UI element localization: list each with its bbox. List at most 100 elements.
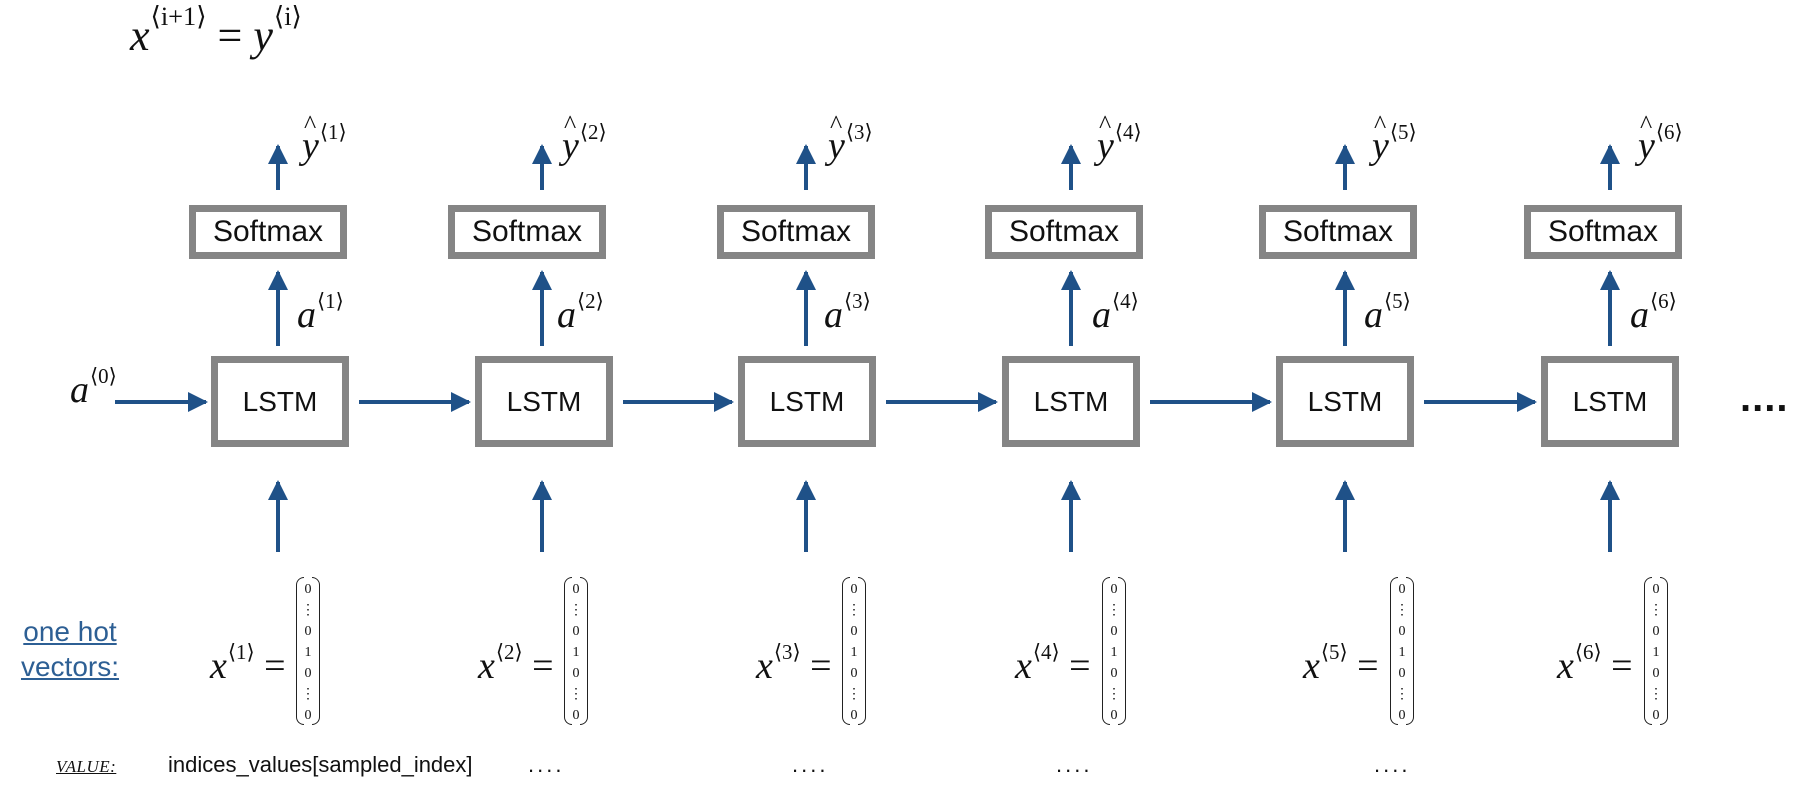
vec-2-entry: 0 <box>572 708 580 723</box>
x-sup-2: ⟨2⟩ <box>495 640 523 664</box>
vec-2-entry: 0 <box>572 624 580 639</box>
yhat-var-3: y <box>828 112 845 165</box>
top-eq-rhs-sup: ⟨i⟩ <box>273 1 302 31</box>
x-var-4: x <box>1015 644 1032 687</box>
initial-activation-label: a⟨0⟩ <box>70 366 117 409</box>
a-sup-2: ⟨2⟩ <box>577 289 604 313</box>
x-eq-sign-1: = <box>264 644 286 687</box>
vec-6-entry: 0 <box>1652 666 1660 681</box>
vec-3-entry: ⋮ <box>847 687 861 702</box>
a-sup-3: ⟨3⟩ <box>844 289 871 313</box>
vec-3-entry: ⋮ <box>847 603 861 618</box>
softmax-box-6: Softmax <box>1524 205 1682 259</box>
a-label-1: a⟨1⟩ <box>297 291 344 334</box>
lstm-label-6: LSTM <box>1572 385 1648 417</box>
yhat-sup-2: ⟨2⟩ <box>579 120 607 144</box>
vec-1-entry: 1 <box>304 645 312 660</box>
softmax-label-5: Softmax <box>1282 215 1394 248</box>
x-sup-1: ⟨1⟩ <box>227 640 255 664</box>
top-eq-lhs-var: x <box>130 11 150 61</box>
softmax-box-4: Softmax <box>985 205 1143 259</box>
softmax-box-2: Softmax <box>448 205 606 259</box>
softmax-box-5: Softmax <box>1259 205 1417 259</box>
vec-6-entry: 1 <box>1652 645 1660 660</box>
a-label-2: a⟨2⟩ <box>557 291 604 334</box>
top-eq-rhs-var: y <box>253 11 273 61</box>
vec-6-entry: ⋮ <box>1649 687 1663 702</box>
yhat-var-2: y <box>562 112 579 165</box>
yhat-label-4: y⟨4⟩ <box>1097 112 1142 165</box>
lstm-label-1: LSTM <box>242 385 318 417</box>
a-var-1: a <box>297 293 316 336</box>
lstm-box-1: LSTM <box>211 356 349 447</box>
a-label-6: a⟨6⟩ <box>1630 291 1677 334</box>
top-eq-lhs-sup: ⟨i+1⟩ <box>150 1 207 31</box>
vec-4-entry: 1 <box>1110 645 1118 660</box>
yhat-sup-1: ⟨1⟩ <box>319 120 347 144</box>
a-var-4: a <box>1092 293 1111 336</box>
vec-6-entry: 0 <box>1652 624 1660 639</box>
x-eq-3: x⟨3⟩ = <box>756 642 832 685</box>
x-eq-sign-4: = <box>1069 644 1091 687</box>
softmax-label-3: Softmax <box>740 215 852 248</box>
yhat-var-5: y <box>1372 112 1389 165</box>
vec-5-entry: 0 <box>1398 708 1406 723</box>
x-eq-5: x⟨5⟩ = <box>1303 642 1379 685</box>
vec-4-entry: ⋮ <box>1107 603 1121 618</box>
continuation-dots: .... <box>1740 376 1789 420</box>
yhat-sup-5: ⟨5⟩ <box>1389 120 1417 144</box>
vec-4-entry: 0 <box>1110 708 1118 723</box>
x-eq-sign-5: = <box>1357 644 1379 687</box>
yhat-var-6: y <box>1638 112 1655 165</box>
x-eq-1: x⟨1⟩ = <box>210 642 286 685</box>
softmax-label-6: Softmax <box>1547 215 1659 248</box>
top-eq-op: = <box>217 11 243 61</box>
vec-2-entry: ⋮ <box>569 603 583 618</box>
lstm-label-3: LSTM <box>769 385 845 417</box>
x-sup-5: ⟨5⟩ <box>1320 640 1348 664</box>
value-dots-5: .... <box>1374 752 1411 777</box>
vec-4-entry: 0 <box>1110 666 1118 681</box>
a-label-4: a⟨4⟩ <box>1092 291 1139 334</box>
vec-2-entry: 0 <box>572 582 580 597</box>
a-sup-6: ⟨6⟩ <box>1650 289 1677 313</box>
lstm-box-6: LSTM <box>1541 356 1679 447</box>
vec-3-entry: 0 <box>850 624 858 639</box>
yhat-label-6: y⟨6⟩ <box>1638 112 1683 165</box>
yhat-label-1: y⟨1⟩ <box>302 112 347 165</box>
lstm-box-4: LSTM <box>1002 356 1140 447</box>
lstm-box-5: LSTM <box>1276 356 1414 447</box>
vec-5-entry: 0 <box>1398 582 1406 597</box>
a-var-6: a <box>1630 293 1649 336</box>
a-sup-1: ⟨1⟩ <box>317 289 344 313</box>
a-label-5: a⟨5⟩ <box>1364 291 1411 334</box>
softmax-label-1: Softmax <box>212 215 324 248</box>
x-var-3: x <box>756 644 773 687</box>
yhat-var-4: y <box>1097 112 1114 165</box>
x-eq-2: x⟨2⟩ = <box>478 642 554 685</box>
x-var-2: x <box>478 644 495 687</box>
value-dots-3: .... <box>792 752 829 777</box>
a-var-3: a <box>824 293 843 336</box>
lstm-label-4: LSTM <box>1033 385 1109 417</box>
vec-1-entry: 0 <box>304 708 312 723</box>
a0-sup: ⟨0⟩ <box>90 364 117 388</box>
vec-2-entry: ⋮ <box>569 687 583 702</box>
one-hot-vectors-link[interactable]: one hot vectors: <box>20 616 120 682</box>
vec-3-entry: 0 <box>850 582 858 597</box>
top-equation: x⟨i+1⟩ = y⟨i⟩ <box>130 1 302 61</box>
lstm-box-2: LSTM <box>475 356 613 447</box>
vec-1-entry: ⋮ <box>301 687 315 702</box>
yhat-sup-3: ⟨3⟩ <box>845 120 873 144</box>
vec-1-entry: 0 <box>304 624 312 639</box>
vec-6-entry: 0 <box>1652 708 1660 723</box>
yhat-label-3: y⟨3⟩ <box>828 112 873 165</box>
vec-1-entry: 0 <box>304 582 312 597</box>
vec-4-entry: 0 <box>1110 582 1118 597</box>
a-label-3: a⟨3⟩ <box>824 291 871 334</box>
